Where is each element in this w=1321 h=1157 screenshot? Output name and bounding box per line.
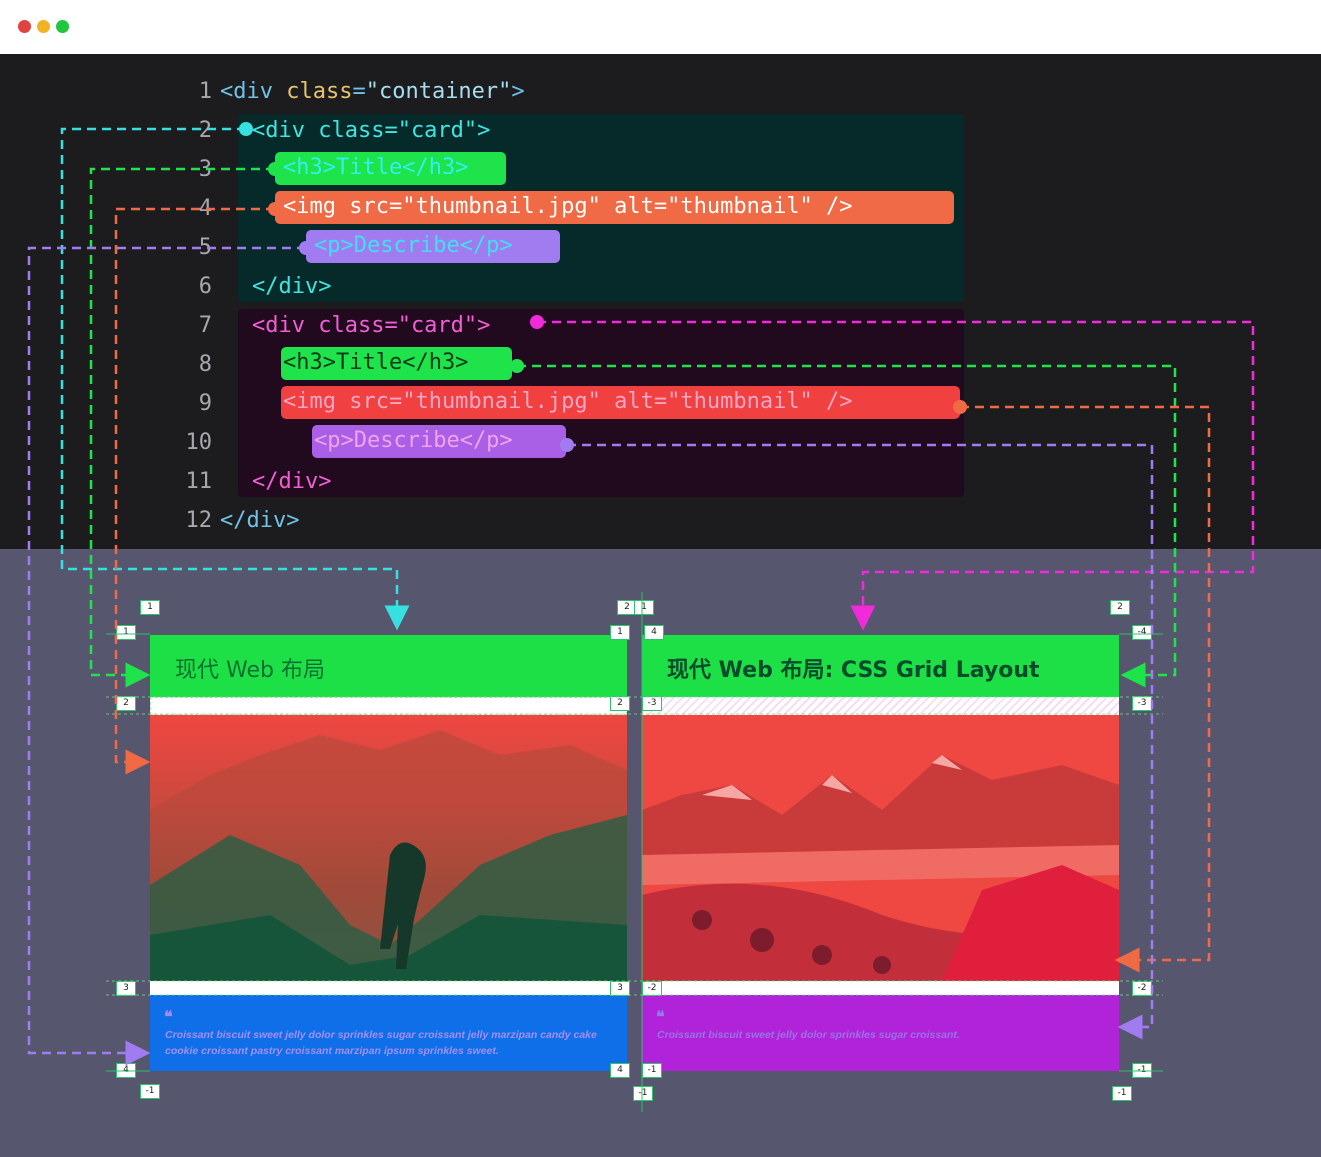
code-line-11: </div>	[252, 469, 332, 494]
grid-line-label: 1	[634, 600, 654, 615]
grid-line-label: -2	[1132, 981, 1152, 996]
grid-line-label: 1	[116, 625, 136, 640]
card-1-gap-row-2	[150, 981, 627, 995]
line-number: 10	[185, 430, 213, 455]
maximize-window-button[interactable]	[56, 20, 69, 33]
code-line-1: <div class="container">	[220, 79, 525, 105]
card-1-paragraph: Croissant biscuit sweet jelly dolor spri…	[165, 1029, 597, 1057]
code-token-close: >	[511, 79, 525, 104]
card-2-image	[642, 715, 1119, 981]
line-number: 4	[198, 196, 212, 221]
grid-line-label: 4	[610, 1063, 630, 1078]
close-window-button[interactable]	[18, 20, 31, 33]
code-line-5: <p>Describe</p>	[314, 233, 513, 258]
line-number: 12	[185, 508, 213, 533]
line-number: 8	[198, 352, 212, 377]
code-highlight-img-2: <img src="thumbnail.jpg" alt="thumbnail"…	[281, 386, 960, 419]
grid-line-label: 3	[610, 981, 630, 996]
code-token-attr: class	[286, 79, 353, 104]
grid-line-label: 4	[644, 625, 664, 640]
code-token-value: "container"	[365, 79, 512, 104]
card-2-gap-row-2	[642, 981, 1119, 995]
code-token-open: <div	[220, 79, 287, 104]
code-highlight-p-2: <p>Describe</p>	[312, 425, 566, 458]
code-line-6: </div>	[252, 274, 332, 299]
grid-line-label: -1	[1112, 1086, 1132, 1101]
grid-line-label: 1	[140, 600, 160, 615]
preview-pane: 现代 Web 布局 ❝ Croissant biscuit sweet jell…	[0, 549, 1321, 1157]
line-number: 6	[198, 274, 212, 299]
line-number: 11	[185, 469, 213, 494]
card-2-description[interactable]: ❝ Croissant biscuit sweet jelly dolor sp…	[642, 995, 1119, 1071]
code-line-9: <img src="thumbnail.jpg" alt="thumbnail"…	[283, 389, 853, 414]
line-number: 5	[198, 235, 212, 260]
code-token-eq: =	[352, 79, 366, 104]
grid-line-label: 2	[1110, 600, 1130, 615]
line-number: 2	[198, 118, 212, 143]
mountain-hiker-icon	[150, 730, 627, 981]
line-number: 1	[198, 79, 212, 104]
code-line-2: <div class="card">	[252, 118, 491, 143]
card-2-title[interactable]: 现代 Web 布局: CSS Grid Layout	[642, 635, 1119, 697]
card-2-gap-row	[642, 697, 1119, 715]
code-line-12: </div>	[220, 508, 300, 533]
quote-icon: ❝	[164, 1007, 173, 1026]
line-number: 9	[198, 391, 212, 416]
minimize-window-button[interactable]	[37, 20, 50, 33]
code-line-4: <img src="thumbnail.jpg" alt="thumbnail"…	[283, 194, 853, 219]
grid-line-label: -1	[633, 1086, 653, 1101]
code-line-8: <h3>Title</h3>	[283, 350, 469, 375]
card-2-title-text: 现代 Web 布局: CSS Grid Layout	[667, 658, 1040, 683]
code-highlight-h3-2: <h3>Title</h3>	[281, 347, 512, 380]
code-highlight-h3: <h3>Title</h3>	[275, 152, 506, 185]
line-number: 3	[198, 157, 212, 182]
card-1-title[interactable]: 现代 Web 布局	[150, 635, 627, 697]
code-editor[interactable]: 1 2 3 4 5 6 7 8 9 10 11 12 <div class="c…	[0, 54, 1321, 549]
code-highlight-p: <p>Describe</p>	[306, 230, 560, 263]
code-line-7: <div class="card">	[252, 313, 491, 338]
card-1-description[interactable]: ❝ Croissant biscuit sweet jelly dolor sp…	[150, 995, 627, 1071]
quote-icon: ❝	[656, 1007, 665, 1026]
code-line-10: <p>Describe</p>	[314, 428, 513, 453]
code-highlight-img: <img src="thumbnail.jpg" alt="thumbnail"…	[275, 191, 954, 224]
grid-line-label: -1	[140, 1084, 160, 1099]
card-1-image	[150, 715, 627, 981]
grid-line-label: 1	[610, 625, 630, 640]
card-1-title-text: 现代 Web 布局	[175, 658, 325, 683]
grid-line-label: 2	[610, 696, 630, 711]
line-number: 7	[198, 313, 212, 338]
code-line-3: <h3>Title</h3>	[283, 155, 469, 180]
card-2-paragraph: Croissant biscuit sweet jelly dolor spri…	[657, 1029, 960, 1041]
snowy-mountain-icon	[642, 755, 1119, 981]
